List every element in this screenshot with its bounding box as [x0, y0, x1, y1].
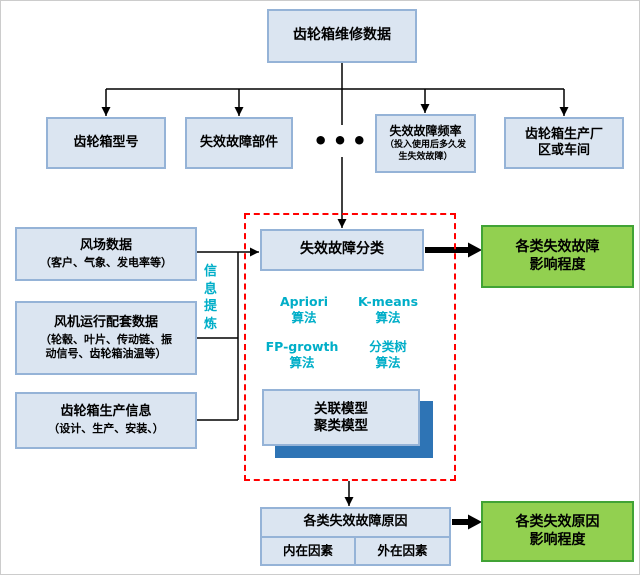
- source-box-turbine-data: 风机运行配套数据 （轮毂、叶片、传动链、振 动信号、齿轮箱油温等）: [15, 301, 197, 375]
- info-refine-label: 信息提炼: [203, 264, 217, 332]
- impact-box-faults: 各类失效故障 影响程度: [481, 225, 634, 288]
- attr-box-gearbox-model: 齿轮箱型号: [46, 117, 166, 169]
- root-box-maintenance-data: 齿轮箱维修数据: [267, 9, 417, 63]
- factor-box-external: 外在因素: [354, 536, 451, 566]
- source-windfarm-sub: （客户、气象、发电率等）: [40, 255, 172, 269]
- impact-box-causes: 各类失效原因 影响程度: [481, 501, 634, 562]
- source-box-production-info: 齿轮箱生产信息 （设计、生产、安装、）: [15, 392, 197, 449]
- red-dashed-frame: [244, 213, 456, 481]
- source-production-title: 齿轮箱生产信息: [60, 404, 152, 420]
- source-box-windfarm-data: 风场数据 （客户、气象、发电率等）: [15, 227, 197, 281]
- attr-box-failure-frequency: 失效故障频率 （投入使用后多久发 生失效故障）: [375, 114, 476, 173]
- factor-box-internal: 内在因素: [260, 536, 356, 566]
- models-box: 关联模型 聚类模型: [262, 389, 420, 446]
- attr-frequency-sub: （投入使用后多久发 生失效故障）: [384, 139, 466, 162]
- source-turbine-sub: （轮毂、叶片、传动链、振 动信号、齿轮箱油温等）: [40, 332, 172, 361]
- algorithm-label-fpgrowth: FP-growth 算法: [265, 339, 339, 371]
- ellipsis-dots: •••: [312, 125, 372, 157]
- source-turbine-title: 风机运行配套数据: [53, 314, 158, 330]
- source-production-sub: （设计、生产、安装、）: [48, 422, 164, 436]
- causes-box: 各类失效故障原因: [260, 507, 451, 538]
- classification-box: 失效故障分类: [260, 229, 424, 271]
- algorithm-label-kmeans: K-means 算法: [357, 294, 419, 326]
- attr-box-production-plant: 齿轮箱生产厂 区或车间: [504, 117, 624, 169]
- algorithm-label-classification-tree: 分类树 算法: [369, 339, 407, 371]
- attr-box-failure-component: 失效故障部件: [185, 117, 293, 169]
- algorithm-label-apriori: Apriori 算法: [279, 294, 329, 326]
- attr-frequency-label: 失效故障频率: [389, 123, 462, 138]
- source-windfarm-title: 风场数据: [79, 237, 132, 253]
